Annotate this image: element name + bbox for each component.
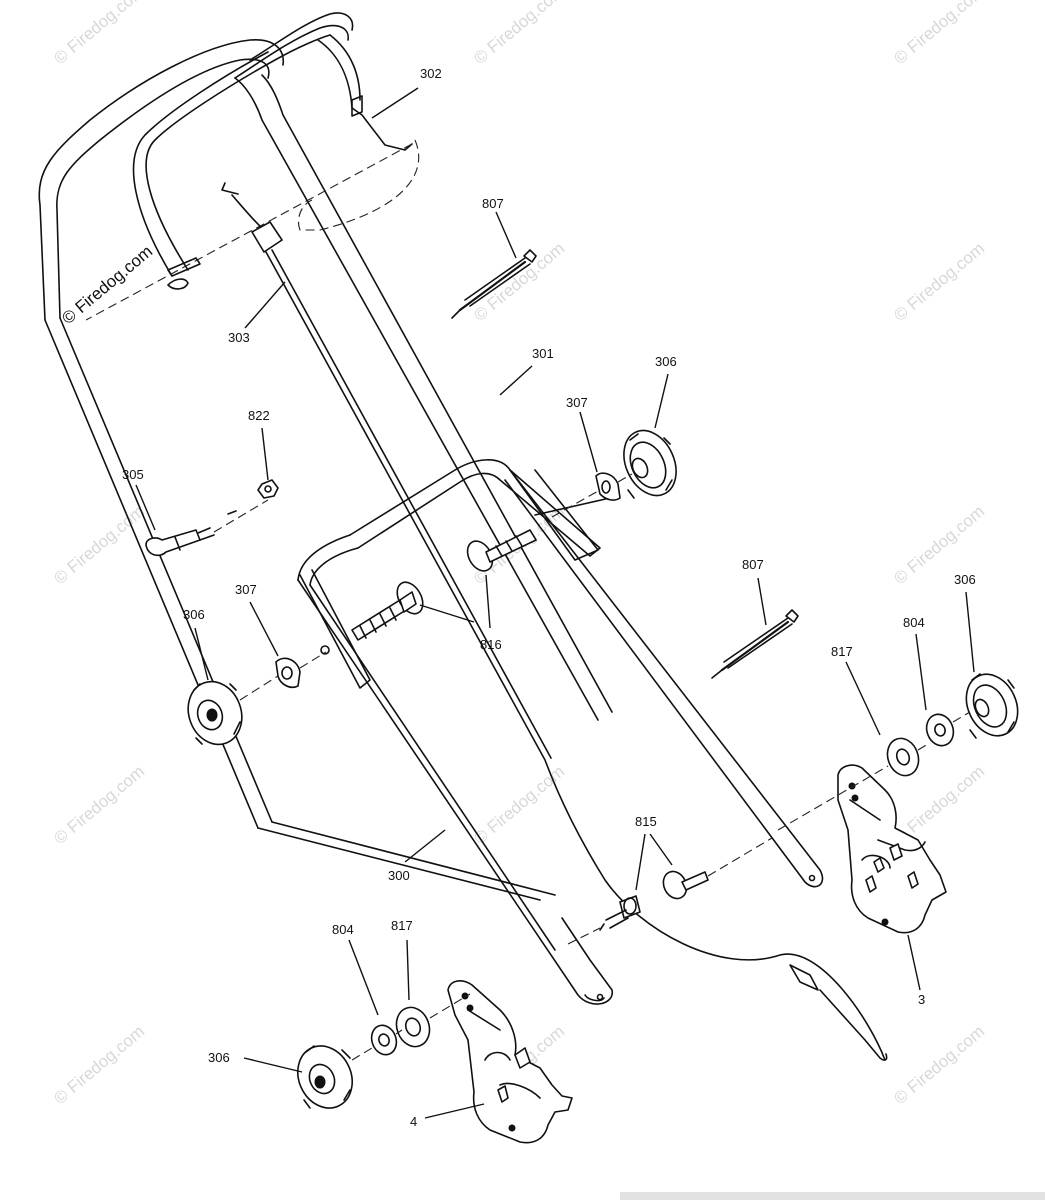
bracket-3 [837,764,947,934]
callout-306: 306 [655,354,677,369]
callout-3: 3 [918,992,925,1007]
watermark-text: © Firedog.com [50,502,148,588]
watermark-text: © Firedog.com [470,239,568,325]
watermark-text: © Firedog.com [50,762,148,848]
washer-307-left [275,657,301,689]
callout-307: 307 [235,582,257,597]
bracket-4 [447,980,573,1144]
callout-817: 817 [391,918,413,933]
callout-306: 306 [954,572,976,587]
callout-804: 804 [903,615,925,630]
callout-300: 300 [388,868,410,883]
bolt-hole [320,645,330,655]
lower-handle-left [257,534,613,1005]
callout-4: 4 [410,1114,417,1129]
projection-line [551,473,633,518]
callout-306: 306 [183,607,205,622]
callout-labels: 302 807 303 301 306 307 822 305 807 306 … [122,66,976,1129]
projection-line [777,711,971,831]
callout-307: 307 [566,395,588,410]
carriage-bolt-816-right [466,529,537,572]
callout-815: 815 [635,814,657,829]
nut-822 [257,479,279,499]
lower-crossbar [349,459,824,888]
bolt-815-a [662,870,709,900]
washer-817-left [395,1006,431,1048]
watermark-text: © Firedog.com [890,0,988,68]
bolt-807-lower [711,609,799,679]
callout-303: 303 [228,330,250,345]
callout-822: 822 [248,408,270,423]
knob-306-left [187,680,243,746]
washer-804-right [925,713,955,747]
callout-302: 302 [420,66,442,81]
projection-line [213,499,269,533]
callout-301: 301 [532,346,554,361]
callout-804: 804 [332,922,354,937]
bail-lever [132,34,413,290]
bolt-807-upper [451,249,537,319]
projection-line [567,837,773,945]
footer-strip [620,1192,1045,1200]
watermark-text: © Firedog.com [890,1022,988,1108]
callout-leaders [135,87,975,1119]
watermark-text: © Firedog.com [58,242,156,328]
lower-right-handle [509,469,611,561]
callout-817: 817 [831,644,853,659]
watermark-layer: © Firedog.com © Firedog.com © Firedog.com ©… [50,0,988,1108]
callout-807: 807 [742,557,764,572]
callout-306: 306 [208,1050,230,1065]
callout-816: 816 [480,637,502,652]
knob-306-right [965,673,1019,739]
knob-306-upper-right [623,429,677,499]
watermark-text: © Firedog.com [50,1022,148,1108]
upper-handle-loop [38,12,613,829]
watermark-text: © Firedog.com [470,0,568,68]
projection-line [85,143,413,321]
washer-804-left [370,1024,398,1056]
bolt-815-b [599,895,641,931]
callout-305: 305 [122,467,144,482]
watermark-text: © Firedog.com [50,0,148,68]
cable-clip-305 [145,510,237,557]
watermark-text: © Firedog.com [890,239,988,325]
washer-817-right [886,737,920,777]
projection-line [297,139,420,231]
knob-306-lower [297,1045,353,1109]
carriage-bolt-816-left [351,581,424,641]
projection-line [239,651,327,701]
watermark-text: © Firedog.com [470,762,568,848]
throttle-cable [221,182,888,1061]
washer-307-upper [595,472,621,501]
callout-807: 807 [482,196,504,211]
projection-line [351,993,471,1061]
